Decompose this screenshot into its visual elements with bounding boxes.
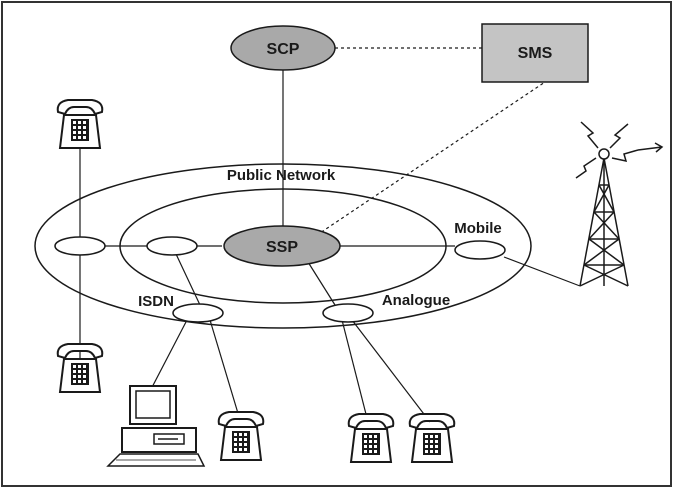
isdn-label: ISDN <box>138 293 174 310</box>
public-network-ring <box>34 163 532 329</box>
sms-label: SMS <box>518 45 553 62</box>
inner-network-ring <box>119 188 447 304</box>
computer-terminal-icon <box>106 385 206 467</box>
analogue-phone-link-2 <box>351 319 431 423</box>
scp-label: SCP <box>267 41 300 58</box>
inner-isdn-link <box>175 253 201 306</box>
inner-exchange-node <box>146 236 198 256</box>
ssp-label: SSP <box>266 239 298 256</box>
telephone-icon <box>56 99 104 149</box>
outer-exchange-node <box>54 236 106 256</box>
telephone-icon <box>347 413 395 463</box>
sms-ssp-dashed-link <box>319 79 549 234</box>
isdn-phone-link <box>209 319 241 421</box>
mobile-mast-link <box>503 256 581 287</box>
ssp-analogue-link <box>307 261 336 306</box>
telephone-icon <box>217 411 265 461</box>
radio-mast-icon <box>575 121 664 287</box>
isdn-exchange-node <box>172 303 224 323</box>
connection-lines <box>79 70 581 423</box>
scp-node <box>230 25 336 71</box>
analogue-exchange-node <box>322 303 374 323</box>
analogue-phone-link-1 <box>341 319 369 423</box>
analogue-label: Analogue <box>382 292 450 309</box>
public-network-label: Public Network <box>227 167 336 184</box>
dashed-links <box>319 47 549 234</box>
sms-node <box>481 23 589 83</box>
isdn-computer-link <box>147 319 188 396</box>
ssp-node <box>223 225 341 267</box>
mobile-label: Mobile <box>454 220 502 237</box>
mobile-exchange-node <box>454 240 506 260</box>
telephone-icon <box>56 343 104 393</box>
telephone-icon <box>408 413 456 463</box>
